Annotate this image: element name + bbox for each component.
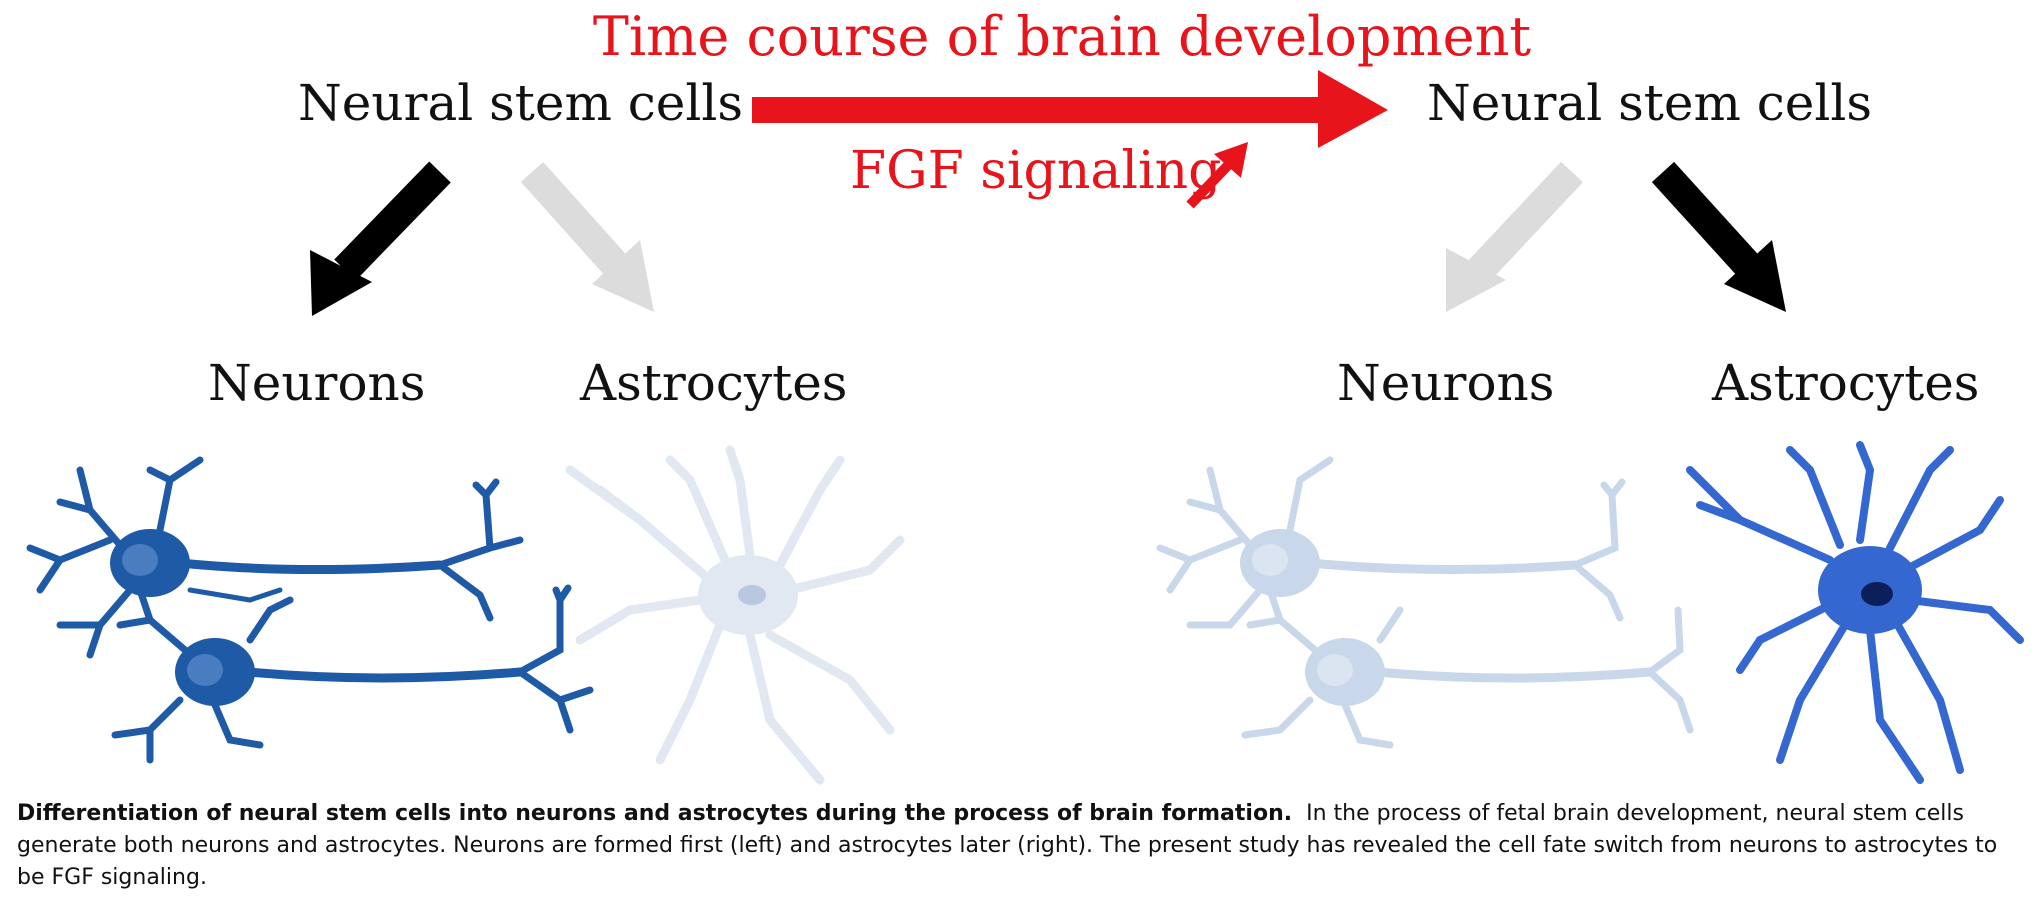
right-neuron-1 xyxy=(1156,456,1626,629)
caption-lead: Differentiation of neural stem cells int… xyxy=(17,801,1293,826)
right-astrocyte-arrow xyxy=(1651,161,1786,312)
right-neuron-2 xyxy=(1241,586,1694,749)
left-neurons-illustration xyxy=(26,456,594,764)
right-neurons-illustration xyxy=(1156,456,1694,749)
left-neural-stem-cells-label: Neural stem cells xyxy=(298,74,743,132)
left-neurons-label: Neurons xyxy=(208,354,425,412)
brain-development-diagram: Time course of brain development FGF sig… xyxy=(26,5,2024,785)
right-astrocytes-label: Astrocytes xyxy=(1711,354,1979,412)
caption-body: In the process of fetal brain developmen… xyxy=(17,801,1998,890)
right-astrocyte-illustration xyxy=(1686,441,2024,784)
time-course-arrow xyxy=(752,70,1388,148)
right-neural-stem-cells-label: Neural stem cells xyxy=(1427,74,1872,132)
left-neuron-1 xyxy=(26,456,524,659)
time-course-title: Time course of brain development xyxy=(593,5,1532,68)
fgf-arrow xyxy=(1186,142,1248,209)
left-astrocytes-label: Astrocytes xyxy=(579,354,847,412)
left-astrocyte-illustration xyxy=(565,445,905,785)
fgf-signaling-label: FGF signaling xyxy=(850,141,1221,201)
left-neuron-2 xyxy=(111,584,594,764)
left-neuron-arrow xyxy=(310,161,451,316)
right-neurons-label: Neurons xyxy=(1337,354,1554,412)
left-astrocyte-arrow xyxy=(520,161,654,312)
right-neuron-arrow xyxy=(1446,161,1583,312)
figure-caption: Differentiation of neural stem cells int… xyxy=(17,798,2017,894)
